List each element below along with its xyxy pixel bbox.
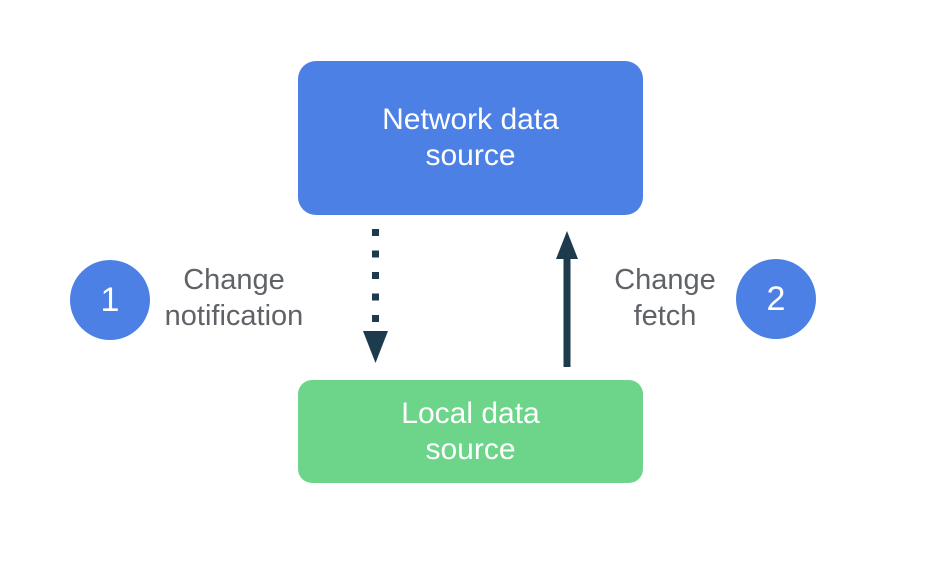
change-notification-arrow [363,229,388,363]
network-data-source-node: Network data source [298,61,643,215]
step-2-badge: 2 [736,259,816,339]
step-1-badge: 1 [70,260,150,340]
local-data-source-label: Local data source [401,396,540,466]
change-notification-label: Change notification [164,264,304,332]
change-notification-arrowhead [363,331,388,363]
step-2-number: 2 [766,279,786,318]
local-data-source-node: Local data source [298,380,643,483]
step-1-number: 1 [100,280,120,319]
network-data-source-label: Network data source [382,103,559,172]
change-fetch-arrowhead [556,231,578,259]
change-fetch-label: Change fetch [614,264,716,332]
